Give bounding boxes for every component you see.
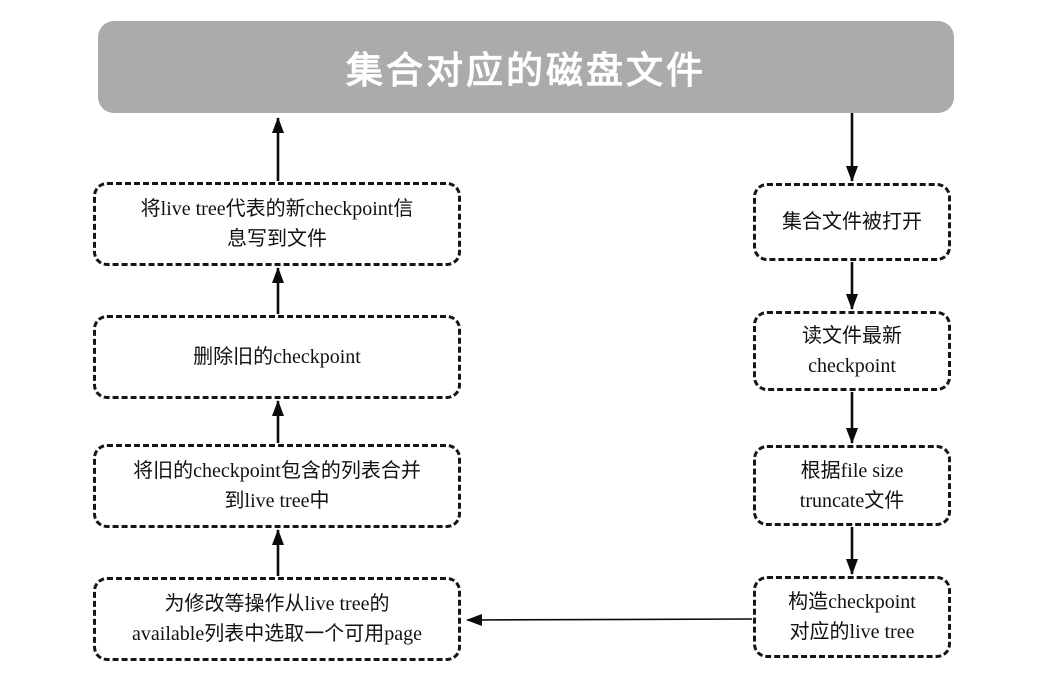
node-collection-file-opened: 集合文件被打开: [753, 183, 951, 261]
node-pick-available-page: 为修改等操作从live tree的 available列表中选取一个可用page: [93, 577, 461, 661]
arrow-left-build-to-pick: [466, 613, 753, 626]
node-build-live-tree: 构造checkpoint 对应的live tree: [753, 576, 951, 658]
node-merge-old-checkpoint-lists: 将旧的checkpoint包含的列表合并 到live tree中: [93, 444, 461, 528]
node-read-latest-checkpoint: 读文件最新 checkpoint: [753, 311, 951, 391]
node-delete-old-checkpoint: 删除旧的checkpoint: [93, 315, 461, 399]
node-write-new-checkpoint: 将live tree代表的新checkpoint信 息写到文件: [93, 182, 461, 266]
node-truncate-file: 根据file size truncate文件: [753, 445, 951, 526]
title-node-disk-file: 集合对应的磁盘文件: [98, 21, 954, 113]
